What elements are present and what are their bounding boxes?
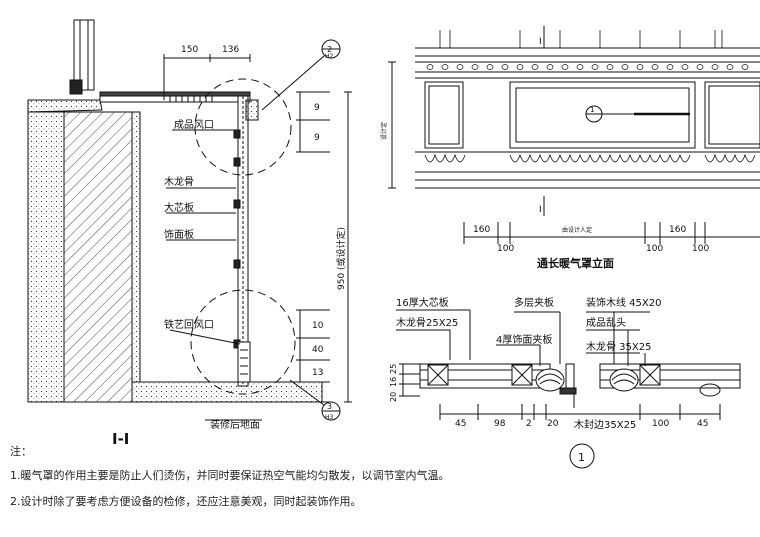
note-line-1: 1.暖气罩的作用主要是防止人们烫伤，并同时要保证热空气能均匀散发，以调节室内气温… (10, 469, 450, 482)
detail-label-core16: 16厚大芯板 (396, 296, 449, 309)
note-line-2: 2.设计时除了要考虑方便设备的检修，还应注意美观，同时起装饰作用。 (10, 495, 362, 508)
detail-label-finished-head: 成品乱头 (586, 317, 626, 329)
elev-dim-160-left: 160 (473, 225, 490, 235)
callout-top-number: 2 (327, 45, 332, 54)
label-keel: 木龙骨 (164, 175, 194, 188)
elev-span-label: 由设计人定 (562, 226, 592, 234)
dim-right-9b: 9 (314, 133, 320, 143)
label-iron-vent: 铁艺回风口 (164, 318, 214, 331)
detail-callout-number: 1 (578, 451, 585, 464)
label-core-board: 大芯板 (164, 201, 194, 214)
detail-vdim-16: 16 (389, 377, 398, 387)
callout-bottom-number: 3 (327, 402, 332, 411)
dim-lower-10: 10 (312, 321, 324, 331)
detail-dim-45-right: 45 (697, 419, 708, 429)
dim-top-136: 136 (222, 45, 239, 55)
elev-section-mark-top: I (539, 37, 542, 47)
elev-side-label: 设计定 (380, 122, 388, 140)
detail-vdim-25: 25 (389, 364, 398, 374)
detail-dim-98: 98 (494, 419, 506, 429)
elevation-drawing (388, 26, 760, 244)
detail-label-finish4: 4厚饰面夹板 (496, 333, 552, 346)
detail-dim-2: 2 (526, 419, 532, 429)
label-outlet: 成品风口 (174, 119, 214, 131)
section-title: I-I (112, 430, 129, 448)
dim-lower-40: 40 (312, 345, 324, 355)
detail-label-plywood: 多层夹板 (514, 296, 554, 309)
dim-lower-13: 13 (312, 368, 323, 378)
dim-total-height: 950 (或设计定) (335, 227, 347, 290)
detail-label-molding: 装饰木线 45X20 (586, 296, 661, 309)
callout-top-sub: H2 (325, 53, 334, 60)
elev-dim-160-right: 160 (669, 225, 686, 235)
elev-callout-number: 1 (590, 106, 594, 114)
detail-label-keel35: 木龙骨 35X25 (586, 340, 651, 353)
detail-dim-20: 20 (547, 419, 559, 429)
detail-label-keel25: 木龙骨25X25 (396, 316, 458, 329)
detail-vdim-20: 20 (389, 392, 398, 402)
callout-bottom-sub: H3 (325, 414, 334, 421)
elevation-title: 通长暖气罩立面 (537, 256, 614, 270)
detail-dim-100: 100 (652, 419, 669, 429)
label-finish-board: 饰面板 (164, 228, 194, 241)
detail-drawing (396, 309, 741, 469)
label-floor: 装修后地面 (210, 418, 260, 431)
elev-dim-100-left: 100 (497, 244, 514, 254)
notes-heading: 注： (10, 445, 32, 458)
elev-dim-100-right-a: 100 (646, 244, 663, 254)
detail-dim-45-left: 45 (455, 419, 466, 429)
section-drawing (27, 19, 352, 421)
dim-top-150: 150 (181, 45, 198, 55)
elev-dim-100-right-b: 100 (692, 244, 709, 254)
detail-label-edge: 木封边35X25 (574, 418, 636, 431)
elev-section-mark-bottom: I (539, 205, 542, 215)
dim-right-9a: 9 (314, 103, 320, 113)
